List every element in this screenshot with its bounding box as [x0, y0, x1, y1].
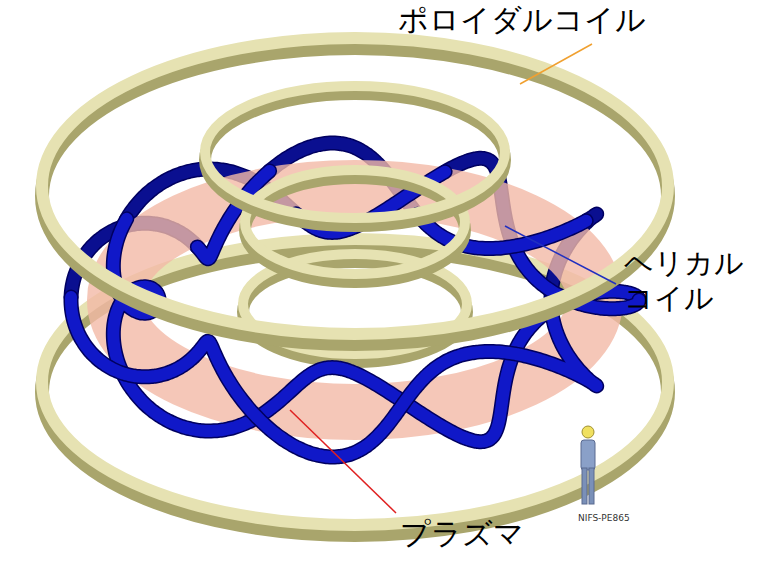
watermark: NIFS-PE865	[578, 513, 630, 524]
upper-outer-coil-side	[42, 48, 668, 344]
upper-outer-coil	[42, 38, 668, 334]
leader-line	[520, 44, 592, 84]
coil-label: ヘリカル コイル	[624, 246, 752, 316]
person-leg	[589, 468, 594, 504]
upper-inner-coil-side	[205, 94, 505, 226]
plasma-label: プラズマ	[400, 516, 524, 552]
person-scale-icon	[581, 426, 595, 504]
coil-label: ポロイダルコイル	[398, 2, 646, 38]
person-head	[582, 426, 594, 438]
person-leg	[582, 468, 587, 504]
person-body	[581, 440, 595, 470]
upper-inner-coil	[205, 86, 505, 218]
leader-line	[290, 410, 396, 513]
poloidal-coils-front	[42, 38, 668, 344]
leader-line	[505, 226, 616, 284]
